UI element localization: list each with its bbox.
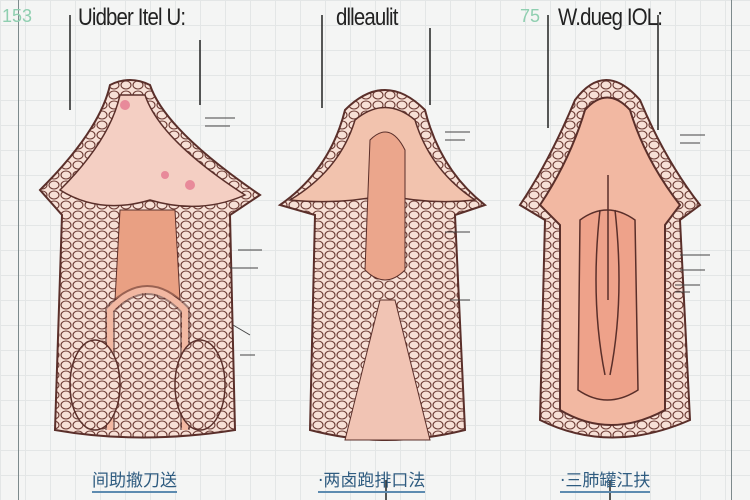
panel-1-organ xyxy=(38,79,262,439)
frame-right-border xyxy=(731,0,732,500)
panel-3-title: W.dueg IOL: xyxy=(558,4,663,31)
panel-2-organ xyxy=(277,89,488,441)
panel-2-caption: ·两卤跑排口法 xyxy=(318,466,426,493)
panel-1-title: Uidber Itel U: xyxy=(78,4,186,31)
frame-left-border xyxy=(18,0,19,500)
panel-1-caption: 间助撤刀送 xyxy=(92,466,177,493)
panel-3-organ xyxy=(518,79,702,439)
panel-1-number: 153 xyxy=(2,6,33,26)
panel-2-title: dlleaulit xyxy=(336,4,398,31)
panel-3-number: 75 xyxy=(520,6,541,26)
panel-3-caption: ·三肺罐江扶 xyxy=(560,466,651,493)
